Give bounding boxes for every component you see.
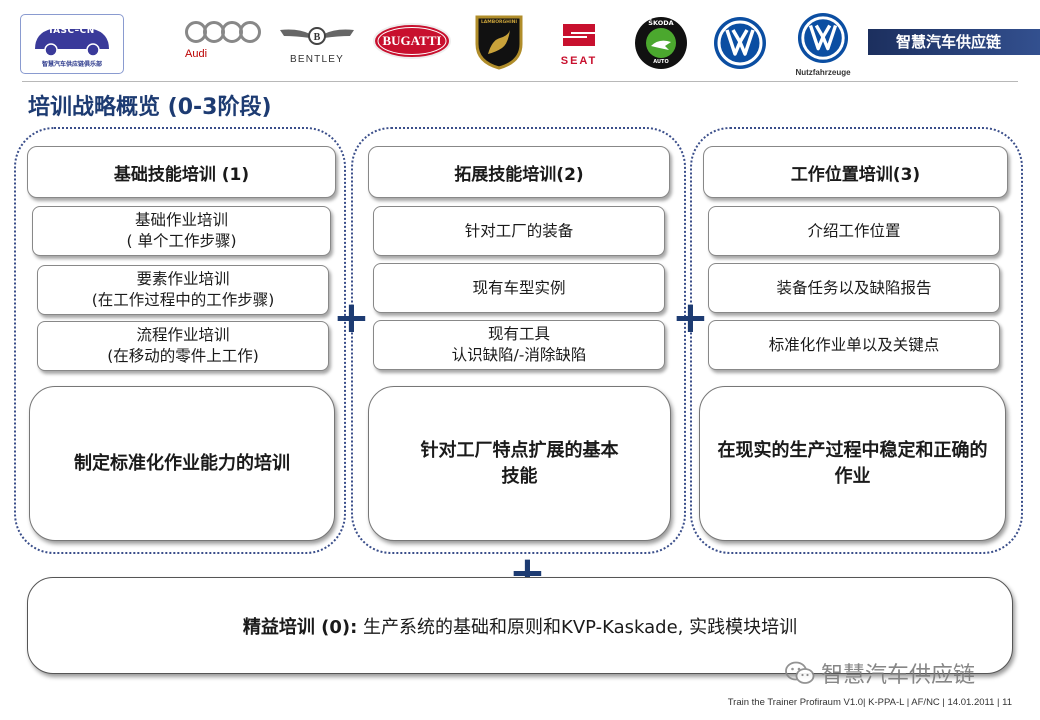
seat-logo: SEAT: [547, 20, 611, 67]
item-line-1: 现有工具: [487, 325, 550, 343]
audi-rings-icon: [185, 21, 261, 43]
skoda-arrow-icon: [635, 17, 687, 69]
lean-training-label: 精益培训 (0):: [242, 616, 358, 638]
column-1-heading: 基础技能培训 (1): [27, 146, 336, 198]
watermark-text: 智慧汽车供应链: [821, 663, 976, 688]
bugatti-wordmark: BUGATTI: [382, 33, 442, 48]
slide-footer: Train the Trainer Profiraum V1.0| K-PPA-…: [727, 697, 1012, 708]
lamborghini-wordmark: LAMBORGHINI: [480, 20, 518, 25]
column-extended-skills: [351, 127, 686, 554]
bugatti-logo: BUGATTI: [372, 22, 452, 60]
bentley-wings-icon: B: [280, 27, 354, 45]
column-2-result: 针对工厂特点扩展的基本技能: [368, 386, 671, 541]
brand-banner: 智慧汽车供应链: [868, 29, 1040, 55]
column-1-item-1: 基础作业培训 ( 单个工作步骤): [32, 206, 331, 256]
wechat-icon: [785, 661, 815, 684]
seat-caption: SEAT: [560, 55, 598, 67]
lean-training-box: 精益培训 (0): 生产系统的基础和原则和KVP-Kaskade, 实践模块培训: [27, 577, 1013, 674]
item-line-2: (在工作过程中的工作步骤): [91, 291, 275, 309]
item-line-1: 标准化作业单以及关键点: [768, 335, 940, 354]
column-1-item-3: 流程作业培训 (在移动的零件上工作): [37, 321, 329, 371]
lean-training-text: 生产系统的基础和原则和KVP-Kaskade, 实践模块培训: [357, 616, 798, 638]
column-3-heading: 工作位置培训(3): [703, 146, 1008, 198]
column-3-item-2: 装备任务以及缺陷报告: [708, 263, 1000, 313]
item-line-1: 装备任务以及缺陷报告: [776, 278, 932, 297]
seat-s-icon: [563, 24, 595, 46]
item-line-1: 流程作业培训: [136, 326, 230, 344]
column-3-item-3: 标准化作业单以及关键点: [708, 320, 1000, 370]
lamborghini-logo: LAMBORGHINI: [474, 14, 524, 70]
header-divider: [22, 81, 1018, 82]
column-basic-skills: [14, 127, 346, 554]
item-line-2: 认识缺陷/-消除缺陷: [451, 346, 587, 364]
column-2-heading: 拓展技能培训(2): [368, 146, 670, 198]
vw-roundel-icon: [714, 17, 766, 69]
page-title: 培训战略概览 (0-3阶段): [28, 95, 272, 120]
column-3-item-1: 介绍工作位置: [708, 206, 1000, 256]
iasc-logo-title: IASC–CN: [49, 26, 95, 36]
column-3-result: 在现实的生产过程中稳定和正确的作业: [699, 386, 1006, 541]
column-2-item-2: 现有车型实例: [373, 263, 665, 313]
column-1-result: 制定标准化作业能力的培训: [29, 386, 335, 541]
bugatti-badge-icon: [373, 23, 451, 59]
item-line-1: 基础作业培训: [134, 211, 228, 229]
svg-text:B: B: [314, 32, 321, 43]
iasc-cn-logo: IASC–CN 智慧汽车供应链俱乐部: [20, 14, 124, 74]
skoda-wordmark: ŠKODA: [648, 19, 674, 27]
vw-roundel-icon: [797, 12, 849, 64]
item-line-1: 针对工厂的装备: [464, 221, 574, 240]
wechat-watermark: 智慧汽车供应链: [785, 657, 975, 689]
vw-nutzfahrzeuge-caption: Nutzfahrzeuge: [795, 68, 851, 77]
bentley-logo: B BENTLEY: [278, 24, 356, 65]
plus-icon: +: [333, 292, 370, 343]
item-line-1: 介绍工作位置: [807, 221, 901, 240]
skoda-sub-wordmark: AUTO: [653, 59, 669, 65]
audi-caption: Audi: [185, 48, 208, 60]
item-line-1: 要素作业培训: [136, 270, 230, 288]
plus-icon: +: [672, 292, 709, 343]
car-logo-icon: [35, 29, 109, 57]
bentley-caption: BENTLEY: [290, 54, 344, 65]
column-workplace-training: [690, 127, 1023, 554]
skoda-logo: ŠKODA AUTO: [633, 16, 689, 70]
item-line-2: (在移动的零件上工作): [107, 347, 259, 365]
item-line-1: 现有车型实例: [472, 278, 566, 297]
volkswagen-logo: [712, 16, 768, 70]
column-2-item-1: 针对工厂的装备: [373, 206, 665, 256]
column-1-item-2: 要素作业培训 (在工作过程中的工作步骤): [37, 265, 329, 315]
audi-logo: Audi: [183, 20, 263, 60]
item-line-2: ( 单个工作步骤): [126, 232, 237, 250]
column-2-item-3: 现有工具 认识缺陷/-消除缺陷: [373, 320, 665, 370]
iasc-logo-subtitle: 智慧汽车供应链俱乐部: [41, 61, 102, 68]
volkswagen-nutzfahrzeuge-logo: Nutzfahrzeuge: [787, 12, 859, 77]
lamborghini-shield-icon: [475, 15, 523, 70]
